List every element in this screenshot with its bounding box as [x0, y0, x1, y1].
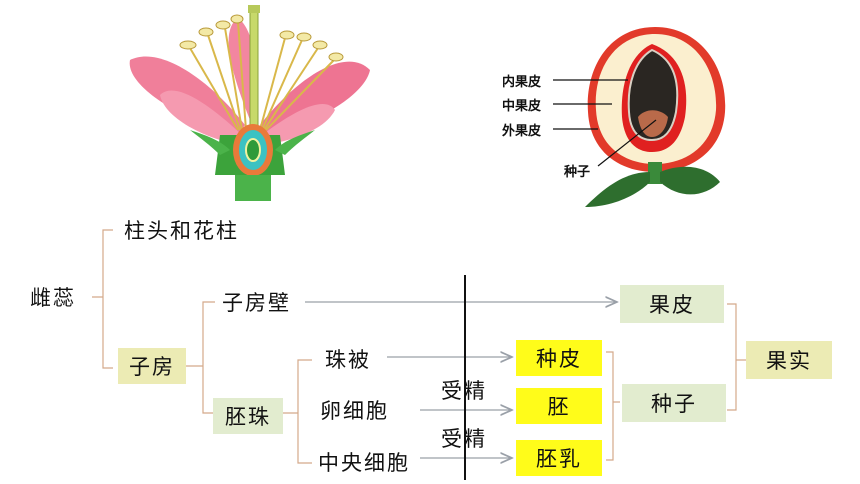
label-fertilization-2: 受精 — [441, 427, 487, 451]
bracket-ovary — [185, 301, 215, 414]
box-seed: 种子 — [622, 384, 726, 422]
anthers — [179, 14, 344, 62]
stamens — [189, 21, 335, 131]
box-fruit: 果实 — [746, 341, 832, 379]
box-ovary: 子房 — [118, 348, 186, 384]
right-petal-front — [262, 104, 335, 145]
label-mesocarp: 中果皮 — [502, 99, 542, 114]
ovule-shape — [245, 138, 261, 162]
label-ovary-wall: 子房壁 — [222, 291, 291, 315]
box-embryo: 胚 — [516, 388, 602, 424]
peach-seed — [638, 110, 668, 137]
box-ovule: 胚珠 — [213, 398, 283, 434]
bracket-pistil — [92, 229, 113, 369]
bracket-ovule — [283, 359, 312, 464]
stigma — [248, 5, 260, 13]
box-seed-coat: 种皮 — [516, 340, 602, 376]
peach-leaf-right — [660, 166, 720, 195]
peach-leaf-left — [585, 172, 650, 207]
bracket-fruit — [727, 303, 746, 411]
label-exocarp: 外果皮 — [502, 124, 542, 139]
flower-illustration — [129, 5, 370, 201]
left-sepal — [190, 130, 230, 155]
right-petal-back — [260, 61, 370, 135]
label-integument: 珠被 — [325, 348, 371, 372]
box-pericarp: 果皮 — [620, 285, 724, 323]
right-sepal — [275, 130, 315, 155]
box-endosperm: 胚乳 — [516, 440, 602, 476]
label-seed: 种子 — [564, 165, 591, 180]
label-central-cell: 中央细胞 — [318, 451, 410, 475]
label-pistil: 雌蕊 — [30, 286, 76, 310]
peach-illustration — [585, 27, 726, 207]
left-petal-front — [160, 90, 242, 145]
label-fertilization-1: 受精 — [441, 379, 487, 403]
label-endocarp: 内果皮 — [502, 75, 542, 90]
label-egg-cell: 卵细胞 — [320, 399, 389, 423]
stem — [235, 175, 271, 201]
peach-stem — [648, 162, 662, 184]
bracket-seed — [606, 351, 620, 461]
label-stigma-style: 柱头和花柱 — [124, 219, 239, 243]
